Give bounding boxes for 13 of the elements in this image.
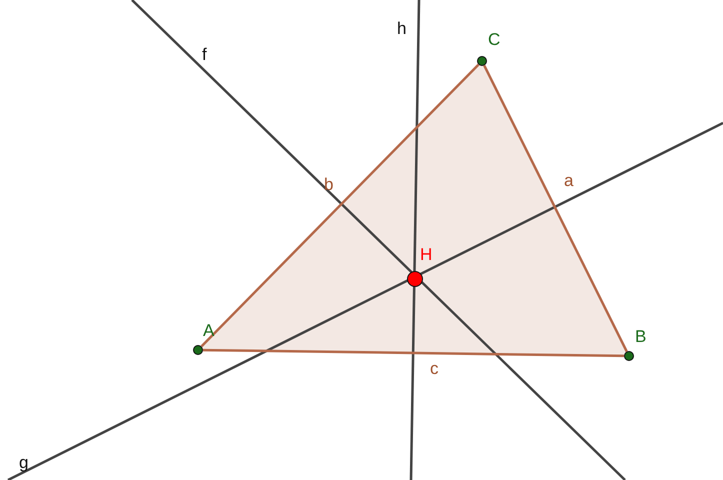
side-label: c — [430, 360, 438, 378]
side-label: a — [564, 172, 574, 190]
triangle-side — [200, 64, 480, 348]
line-label: f — [202, 46, 207, 64]
point-label: A — [203, 322, 214, 340]
triangle-side — [483, 64, 628, 352]
line-label: g — [19, 454, 28, 472]
point-label: B — [635, 328, 646, 346]
point-label: C — [488, 31, 500, 49]
point-label: H — [420, 246, 432, 264]
triangle-side — [202, 348, 624, 358]
side-label: b — [324, 176, 334, 194]
line-label: h — [397, 20, 406, 38]
